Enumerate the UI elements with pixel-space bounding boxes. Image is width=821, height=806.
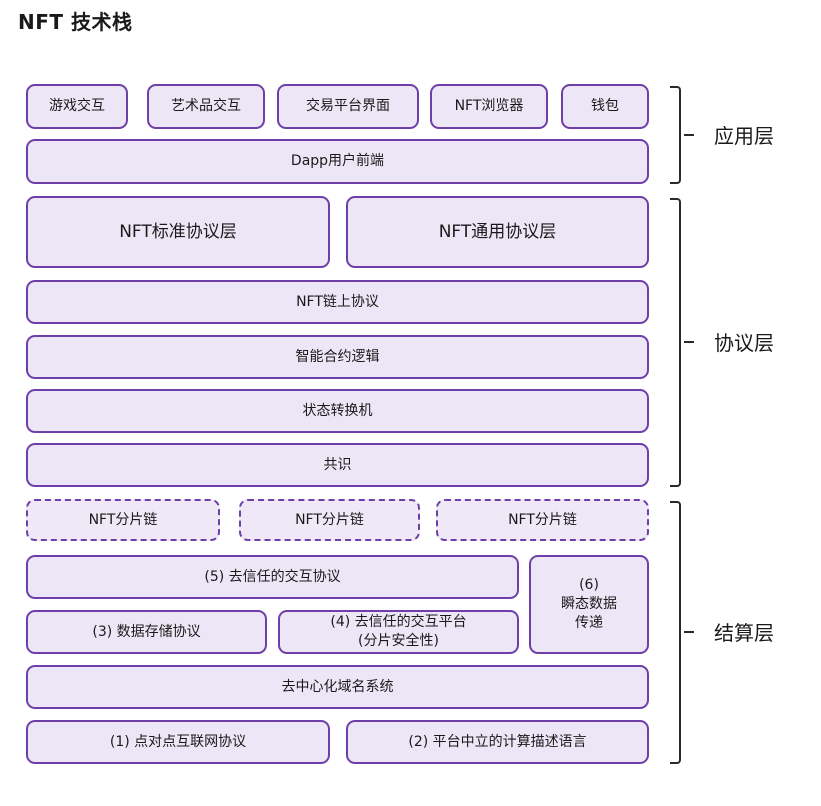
settlement-layer-tick: [684, 631, 694, 633]
data-storage-protocol: (3) 数据存储协议: [26, 610, 267, 654]
state-transition-machine: 状态转换机: [26, 389, 649, 433]
app-item-art: 艺术品交互: [147, 84, 265, 129]
instant-data-transfer: (6) 瞬态数据 传递: [529, 555, 649, 654]
nft-standard-protocol: NFT标准协议层: [26, 196, 330, 268]
settlement-layer-label: 结算层: [714, 621, 774, 645]
instant-data-line1: 瞬态数据: [561, 596, 617, 613]
trustless-interaction-protocol: (5) 去信任的交互协议: [26, 555, 519, 599]
decentralized-dns: 去中心化域名系统: [26, 665, 649, 709]
settlement-layer-bracket: [670, 501, 681, 764]
nft-shard-chain-1: NFT分片链: [26, 499, 220, 541]
app-item-trading: 交易平台界面: [277, 84, 419, 129]
nft-shard-chain-2: NFT分片链: [239, 499, 420, 541]
nft-onchain-protocol: NFT链上协议: [26, 280, 649, 324]
app-item-browser: NFT浏览器: [430, 84, 548, 129]
app-item-game: 游戏交互: [26, 84, 128, 129]
instant-data-line2: 传递: [575, 614, 603, 631]
nft-shard-chain-3: NFT分片链: [436, 499, 649, 541]
trustless-platform-line2: (分片安全性): [358, 633, 439, 649]
application-layer-label: 应用层: [714, 124, 774, 148]
application-layer-tick: [684, 134, 694, 136]
p2p-internet-protocol: (1) 点对点互联网协议: [26, 720, 330, 764]
trustless-platform-line1: (4) 去信任的交互平台: [330, 614, 467, 631]
dapp-frontend: Dapp用户前端: [26, 139, 649, 184]
smart-contract-logic: 智能合约逻辑: [26, 335, 649, 379]
protocol-layer-tick: [684, 341, 694, 343]
nft-general-protocol: NFT通用协议层: [346, 196, 649, 268]
platform-neutral-computation-language: (2) 平台中立的计算描述语言: [346, 720, 649, 764]
app-item-wallet: 钱包: [561, 84, 649, 129]
instant-data-number: (6): [579, 577, 599, 594]
application-layer-bracket: [670, 86, 681, 184]
protocol-layer-bracket: [670, 198, 681, 487]
trustless-interaction-platform: (4) 去信任的交互平台 (分片安全性): [278, 610, 519, 654]
consensus: 共识: [26, 443, 649, 487]
protocol-layer-label: 协议层: [714, 331, 774, 355]
page-title: NFT 技术栈: [18, 10, 133, 34]
